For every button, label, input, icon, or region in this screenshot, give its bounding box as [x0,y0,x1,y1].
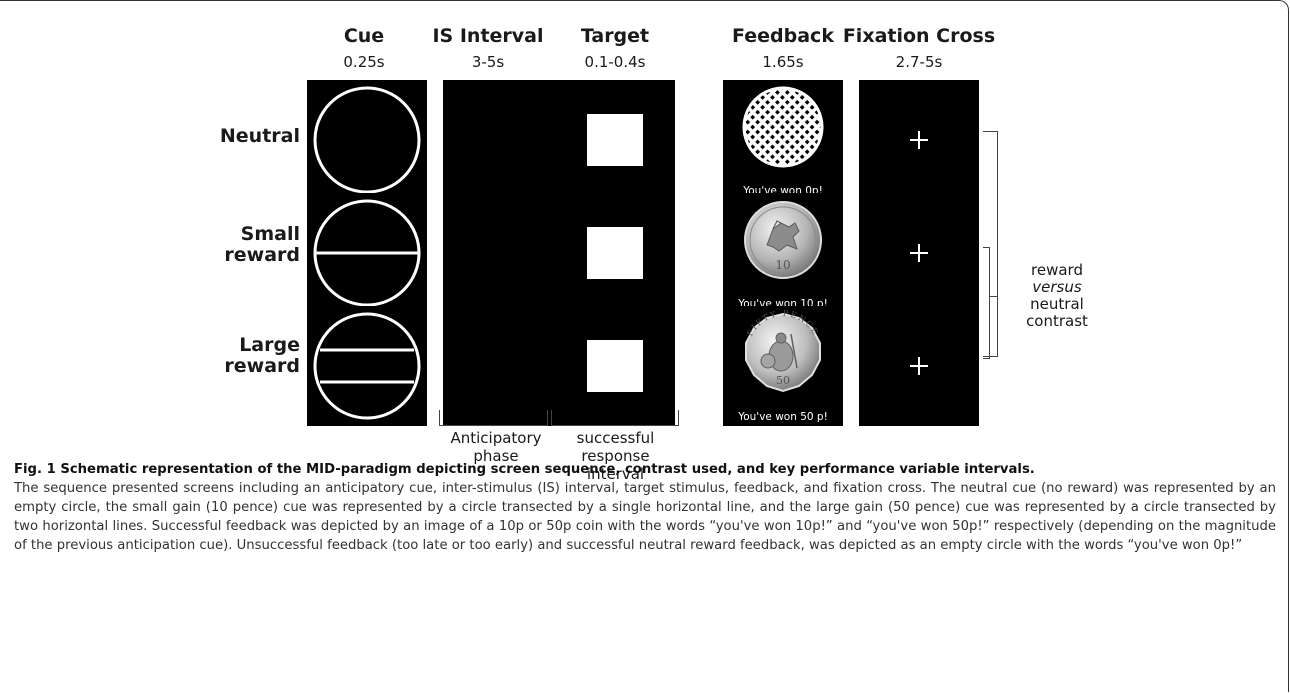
column-duration-is-interval: 3-5s [471,53,505,71]
contrast-label-line: contrast [1026,312,1088,330]
neutral-contrast-bracket [983,131,998,357]
target-screen-large-reward [555,306,675,426]
row-label-neutral: Neutral [190,126,300,147]
target-screen-small-reward [555,193,675,313]
target-square [587,227,643,279]
response-interval-label: successful response interval [551,429,680,483]
column-header-cue: Cue [343,25,385,47]
column-duration-cue: 0.25s [343,53,385,71]
fixation-cross-icon [859,306,979,426]
caption-body: The sequence presented screens including… [14,481,1276,553]
figure-caption: Fig. 1 Schematic representation of the M… [14,460,1276,555]
is-interval-screen-small-reward [443,193,563,313]
is-interval-screen-neutral [443,80,563,200]
fixation-screen-large-reward [859,306,979,426]
fixation-cross-icon [859,80,979,200]
response-interval-bracket [551,410,679,426]
feedback-screen-small-reward: 10 You've won 10 p! [723,193,843,313]
reward-contrast-bracket [983,247,990,359]
contrast-label-line: versus [1012,279,1102,296]
row-label-line: Neutral [219,125,300,147]
is-interval-screen-large-reward [443,306,563,426]
row-label-line: reward [224,244,300,266]
target-square [587,114,643,166]
bracket-label-line: Anticipatory [450,429,542,447]
column-duration-fixation-cross: 2.7-5s [895,53,943,71]
feedback-screen-large-reward: FIFTY PENCE 50 You've won 50 p! [723,306,843,426]
feedback-screen-neutral: You've won 0p! [723,80,843,200]
fifty-pence-coin-icon: FIFTY PENCE 50 [745,309,821,393]
contrast-connector [989,296,997,297]
target-square [587,340,643,392]
column-duration-target: 0.1-0.4s [584,53,646,71]
cue-screen-neutral [307,80,427,200]
column-header-fixation-cross: Fixation Cross [842,25,996,47]
row-label-line: reward [224,355,300,377]
coin-number: 10 [775,258,790,272]
coin-number: 50 [776,374,790,387]
fixation-cross-icon [859,193,979,313]
circle-two-lines-cue [313,312,421,420]
row-label-small-reward: Small reward [190,224,300,266]
bracket-label-line: successful [576,429,655,447]
caption-title: Fig. 1 Schematic representation of the M… [14,462,1035,477]
column-header-is-interval: IS Interval [432,25,544,47]
fixation-screen-neutral [859,80,979,200]
contrast-versus-text: versus [1032,278,1082,296]
contrast-label-line: neutral [1030,295,1084,313]
bracket-label-line: response [581,447,650,465]
row-label-line: Large [239,334,300,356]
row-label-large-reward: Large reward [190,335,300,377]
crosshatch-circle-icon [742,86,824,168]
contrast-label: reward versus neutral contrast [1012,262,1102,330]
cue-screen-small-reward [307,193,427,313]
circle-one-line-cue [313,199,421,307]
empty-circle-cue [313,86,421,194]
cue-screen-large-reward [307,306,427,426]
target-screen-neutral [555,80,675,200]
row-label-line: Small [240,223,300,245]
contrast-label-line: reward [1031,261,1083,279]
anticipatory-phase-bracket [439,410,548,426]
column-header-target: Target [580,25,650,47]
bracket-label-line: interval [586,465,645,483]
column-header-feedback: Feedback [732,25,834,47]
column-duration-feedback: 1.65s [762,53,804,71]
ten-pence-coin-icon: 10 [744,201,822,279]
anticipatory-phase-label: Anticipatory phase [430,429,562,465]
bracket-label-line: phase [473,447,519,465]
fixation-screen-small-reward [859,193,979,313]
feedback-text: You've won 50 p! [738,411,828,423]
